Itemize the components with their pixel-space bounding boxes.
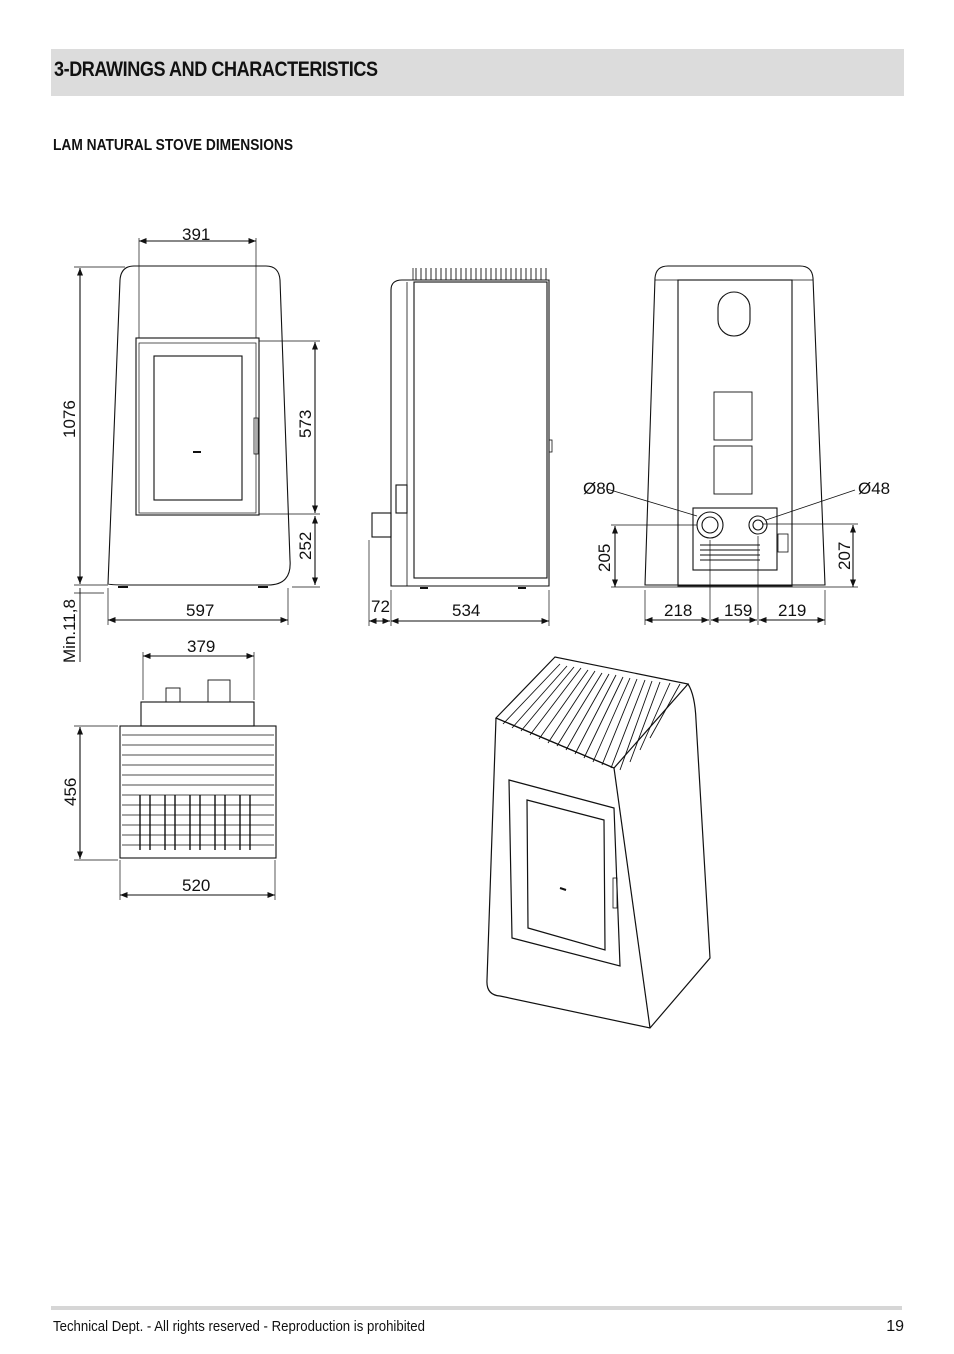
- dim-front-width: 597: [186, 601, 214, 620]
- dim-top-depth: 456: [61, 778, 80, 806]
- dim-top-total-width: 520: [182, 876, 210, 895]
- dim-front-width-top: 391: [182, 225, 210, 244]
- dim-side-depth: 534: [452, 601, 480, 620]
- dim-air-inlet-right: 219: [778, 601, 806, 620]
- perspective-view: [486, 656, 711, 1029]
- dim-side-offset: 72: [371, 597, 390, 616]
- dim-base-to-door: 252: [296, 532, 315, 560]
- footer-divider: [51, 1306, 902, 1310]
- dim-top-width: 379: [187, 637, 215, 656]
- label-flue-diameter: Ø80: [583, 479, 615, 498]
- dim-flue-spacing: 159: [724, 601, 752, 620]
- dim-front-height: 1076: [60, 400, 79, 438]
- section-header-bar: [51, 49, 904, 96]
- dim-flue-height: 205: [595, 544, 614, 572]
- dim-flue-left: 218: [664, 601, 692, 620]
- label-air-inlet-diameter: Ø48: [858, 479, 890, 498]
- dim-air-inlet-height: 207: [835, 542, 854, 570]
- dim-min-clearance: Min.11,8: [60, 599, 79, 663]
- side-view: [368, 268, 553, 626]
- subsection-title: LAM NATURAL STOVE DIMENSIONS: [53, 137, 294, 154]
- top-view: [74, 652, 277, 900]
- dim-door-height: 573: [296, 410, 315, 438]
- footer-copyright: Technical Dept. - All rights reserved - …: [53, 1318, 425, 1335]
- section-title: 3-DRAWINGS AND CHARACTERISTICS: [54, 58, 378, 81]
- back-view: [606, 265, 858, 625]
- front-view: [74, 237, 320, 662]
- page-number: 19: [886, 1318, 904, 1335]
